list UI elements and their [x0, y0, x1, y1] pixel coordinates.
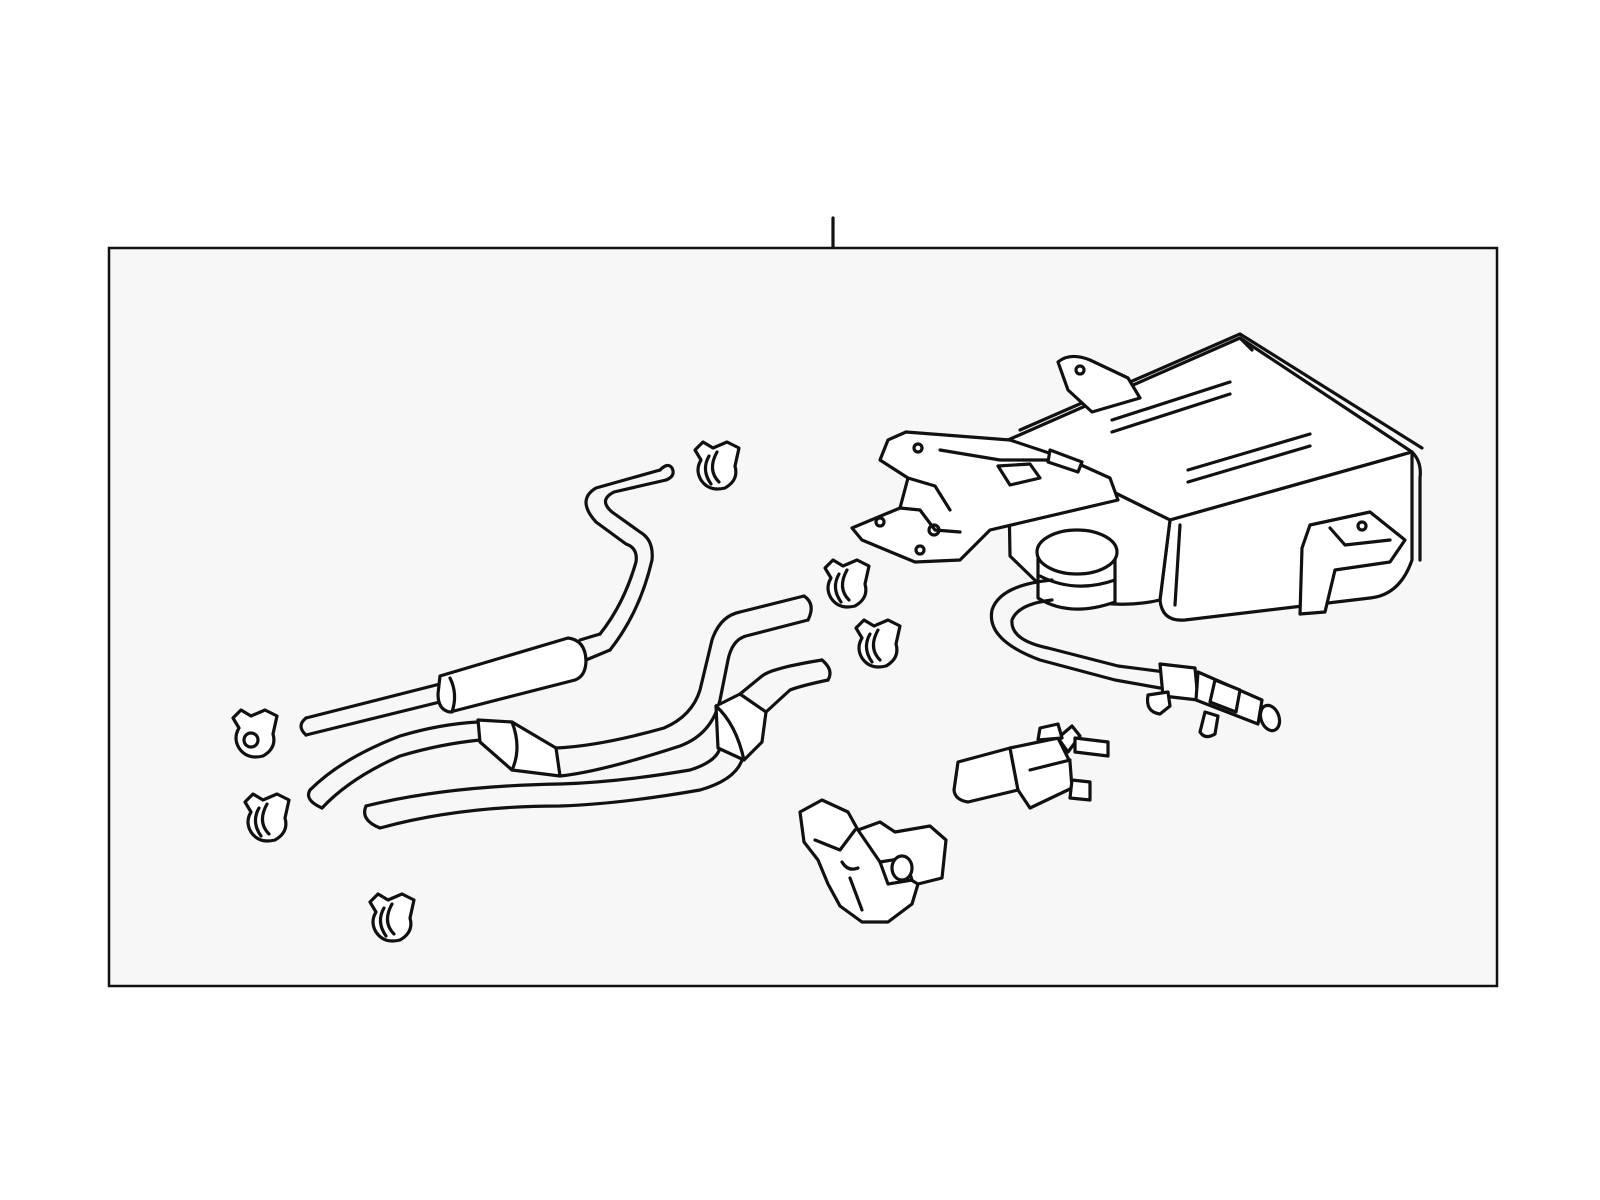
hose-clamp: [693, 440, 741, 491]
vsv-valve: [952, 722, 1110, 810]
hose-clamp: [231, 708, 279, 759]
hose-clamp: [823, 558, 871, 609]
middle-vapor-hose: [306, 594, 813, 810]
vent-valve-bracket: [798, 798, 948, 924]
hose-clamp: [854, 618, 902, 669]
canister-purge-hose: [989, 578, 1282, 739]
assembly-panel: [107, 246, 1499, 988]
hose-clamp: [368, 892, 416, 943]
hose-clamp: [243, 792, 291, 843]
vapor-canister: [1006, 332, 1424, 622]
mounting-bracket: [850, 430, 1120, 564]
lower-vapor-hose: [363, 658, 832, 830]
upper-vapor-hose: [299, 463, 675, 737]
